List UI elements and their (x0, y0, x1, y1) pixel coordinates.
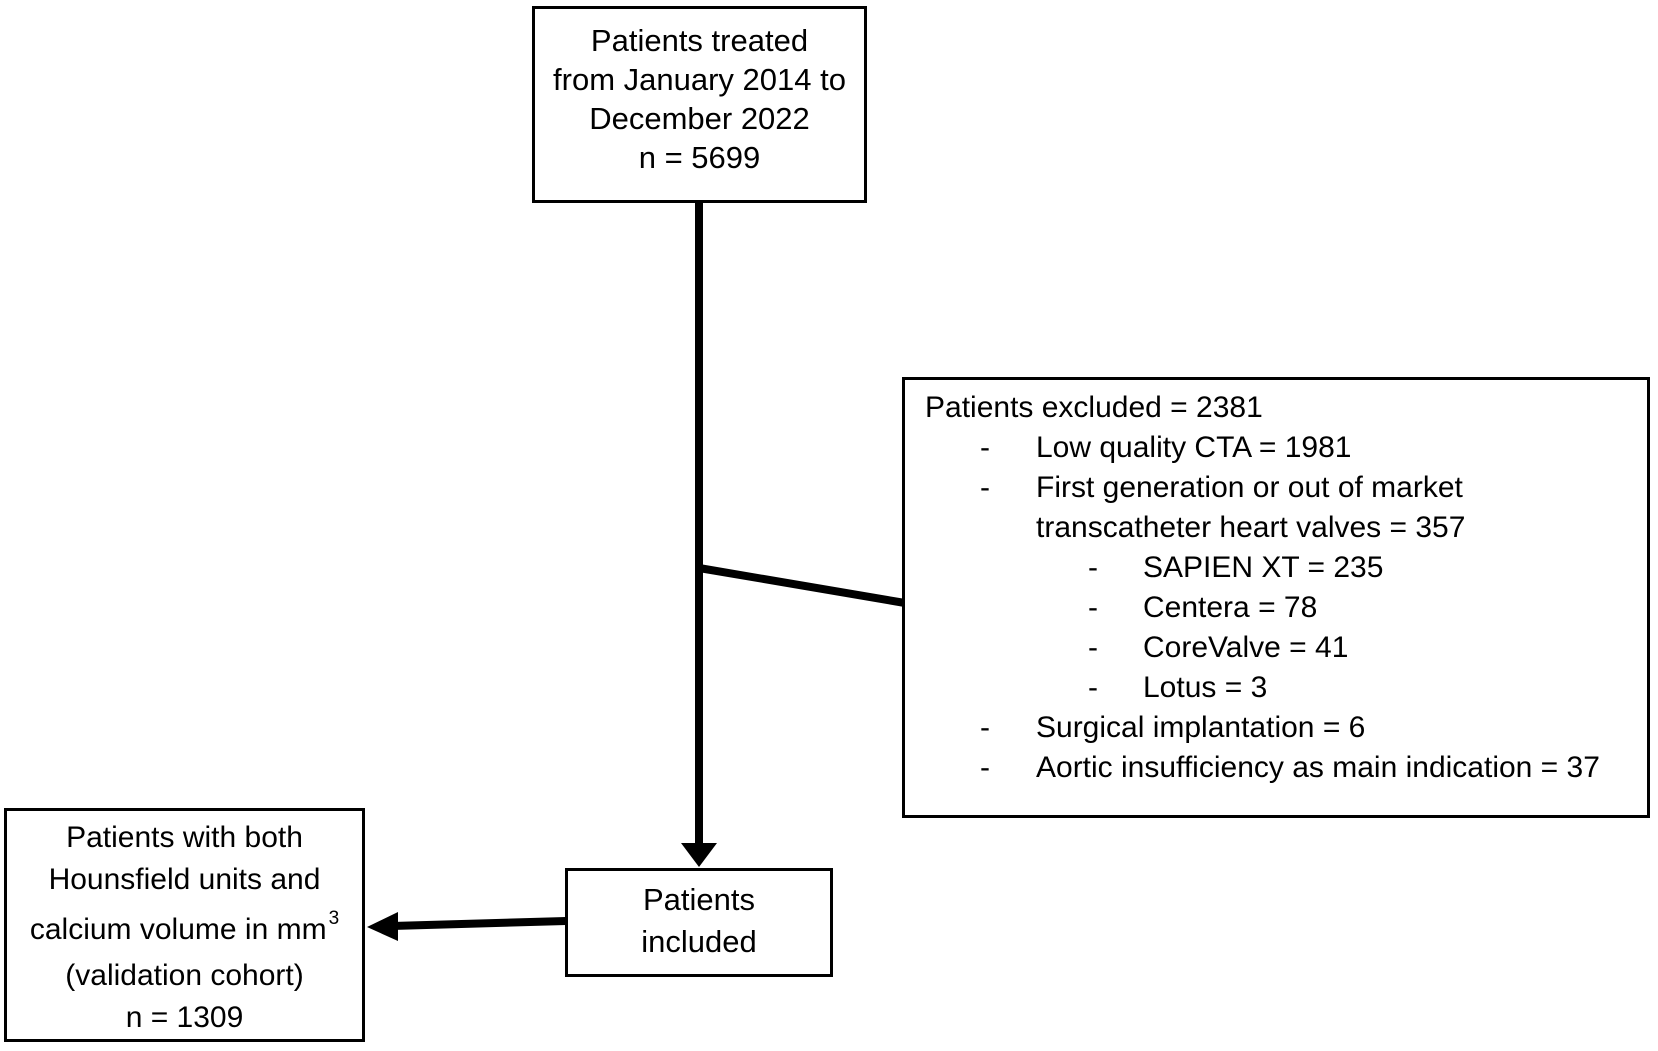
bullet-dash: - (1088, 591, 1098, 624)
bullet-dash: - (980, 471, 990, 504)
bullet-dash: - (980, 431, 990, 464)
treated-count: n = 5699 (638, 140, 761, 175)
excluded-subitem-label: Centera = 78 (1143, 591, 1318, 624)
box-patients-included: Patients included (565, 868, 833, 977)
arrowhead-down-icon (681, 843, 717, 867)
box-validation-cohort: Patients with both Hounsfield units and … (4, 808, 365, 1042)
validation-line-4: (validation cohort) (65, 959, 304, 992)
validation-count: n = 1309 (125, 1001, 244, 1034)
bullet-dash: - (980, 751, 990, 784)
box-patients-excluded: Patients excluded = 2381 - Low quality C… (902, 377, 1650, 818)
excluded-subitem-sapien-xt: - SAPIEN XT = 235 (925, 548, 1637, 588)
bullet-dash: - (1088, 631, 1098, 664)
included-line-2: included (641, 924, 757, 959)
bullet-dash: - (980, 711, 990, 744)
excluded-item-first-generation-valves: - First generation or out of market tran… (925, 468, 1637, 548)
treated-line-1: Patients treated (590, 23, 809, 58)
excluded-item-aortic-insufficiency: - Aortic insufficiency as main indicatio… (925, 748, 1637, 788)
validation-line-1: Patients with both (66, 821, 303, 854)
excluded-item-low-quality-cta: - Low quality CTA = 1981 (925, 428, 1637, 468)
excluded-subitem-lotus: - Lotus = 3 (925, 668, 1637, 708)
excluded-subitem-corevalve: - CoreValve = 41 (925, 628, 1637, 668)
superscript-3: 3 (328, 908, 340, 929)
excluded-item-surgical-implantation: - Surgical implantation = 6 (925, 708, 1637, 748)
validation-line-2: Hounsfield units and (48, 863, 321, 896)
excluded-item-label: Aortic insufficiency as main indication … (1036, 751, 1600, 784)
connector-horizontal-line (391, 917, 567, 930)
bullet-dash: - (1088, 671, 1098, 704)
treated-line-2: from January 2014 to (553, 62, 846, 97)
connector-diagonal-line (698, 564, 906, 607)
treated-line-3: December 2022 (589, 101, 810, 136)
box-patients-treated: Patients treated from January 2014 to De… (532, 6, 867, 203)
excluded-item-label: Low quality CTA = 1981 (1036, 431, 1352, 464)
arrowhead-left-icon (367, 912, 398, 941)
excluded-subitem-centera: - Centera = 78 (925, 588, 1637, 628)
excluded-item-label: Surgical implantation = 6 (1036, 711, 1366, 744)
excluded-title: Patients excluded = 2381 (925, 391, 1263, 424)
excluded-subitem-label: SAPIEN XT = 235 (1143, 551, 1384, 584)
bullet-dash: - (1088, 551, 1098, 584)
excluded-item-label: First generation or out of market transc… (1036, 471, 1466, 544)
excluded-subitem-label: CoreValve = 41 (1143, 631, 1349, 664)
included-line-1: Patients (642, 882, 755, 917)
excluded-subitem-label: Lotus = 3 (1143, 671, 1268, 704)
validation-line-3-text: calcium volume in mm (29, 913, 327, 946)
